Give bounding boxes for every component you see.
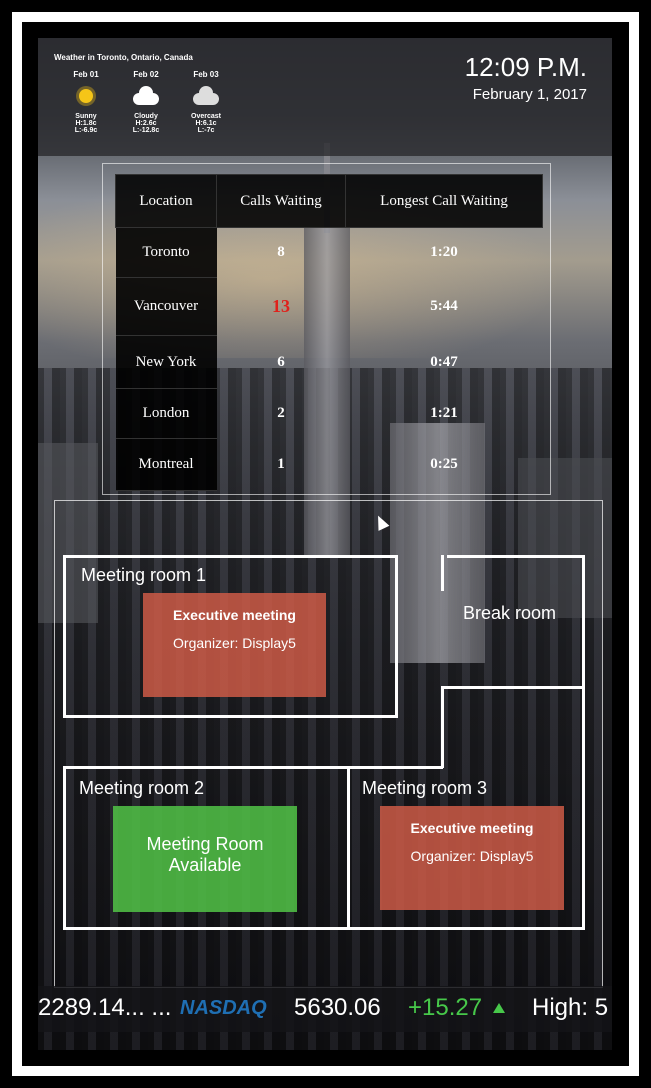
cloud-icon [131, 85, 161, 109]
weather-condition: Cloudy [134, 113, 158, 120]
location-cell: Vancouver [115, 277, 217, 336]
meeting-room-1-booking[interactable]: Executive meeting Organizer: Display5 [143, 593, 326, 697]
wall [63, 766, 66, 930]
longest-wait-cell: 5:44 [430, 298, 458, 314]
wall [441, 555, 444, 591]
booking-organizer: Organizer: Display5 [173, 635, 296, 651]
top-bar: Weather in Toronto, Ontario, Canada Feb … [38, 38, 612, 156]
meeting-room-2-status[interactable]: Meeting Room Available [113, 806, 297, 912]
longest-wait-cell: 1:21 [430, 405, 458, 421]
wall [63, 927, 585, 930]
meeting-room-3-booking[interactable]: Executive meeting Organizer: Display5 [380, 806, 564, 910]
longest-wait-cell: 0:25 [430, 456, 458, 472]
wall [63, 555, 66, 717]
weather-high: H:1.8c [75, 120, 97, 127]
room-availability: Available [168, 855, 242, 875]
weather-date: Feb 01 [73, 70, 99, 79]
weather-low: L:-12.8c [132, 127, 160, 134]
calls-waiting-cell: 2 [277, 405, 285, 421]
column-header: Longest Call Waiting [345, 174, 543, 228]
wall [63, 715, 397, 718]
calls-waiting-cell: 6 [277, 353, 285, 370]
table-row: Montreal 1 0:25 [115, 438, 543, 491]
floor-plan: Meeting room 1 Executive meeting Organiz… [54, 500, 603, 988]
weather-condition: Sunny [75, 113, 97, 120]
wall [63, 766, 443, 769]
location-cell: Montreal [115, 438, 217, 491]
weather-high: H:2.6c [135, 120, 157, 127]
location-cell: Toronto [115, 227, 217, 278]
room-label-meeting-room-3: Meeting room 3 [362, 778, 488, 798]
table-row: Toronto 8 1:20 [115, 227, 543, 278]
booking-title: Executive meeting [173, 607, 296, 623]
weather-high: H:6.1c [195, 120, 217, 127]
building-center [390, 423, 485, 663]
ticker-change: +15.27 [408, 994, 483, 1021]
location-cell: New York [115, 335, 217, 389]
wall [347, 766, 350, 930]
calls-waiting-cell: 1 [277, 456, 285, 472]
ticker-previous: 2289.14... ... [38, 994, 172, 1021]
wall [395, 555, 398, 718]
call-queue-table: Location Calls Waiting Longest Call Wait… [115, 174, 543, 491]
weather-low: L:-7c [197, 127, 215, 134]
booking-title: Executive meeting [410, 820, 534, 836]
room-label-meeting-room-2: Meeting room 2 [79, 778, 205, 798]
longest-wait-cell: 1:20 [430, 244, 458, 261]
longest-wait-cell: 0:47 [430, 353, 458, 370]
room-status: Meeting Room [146, 834, 264, 854]
location-cell: London [115, 388, 217, 439]
ticker-value: 5630.06 [294, 994, 381, 1021]
calls-waiting-cell: 8 [277, 244, 285, 261]
wall [441, 686, 583, 689]
column-header: Calls Waiting [216, 174, 346, 228]
ticker-high: High: 5 [532, 994, 609, 1021]
building-right [518, 458, 612, 618]
sun-icon [71, 85, 101, 109]
wall [63, 555, 397, 558]
cloud-icon [191, 85, 221, 109]
weather-day-1: Feb 01 Sunny H:1.8c L:-6.9c [56, 70, 116, 134]
calls-waiting-alert-cell: 13 [272, 296, 290, 316]
weather-title: Weather in Toronto, Ontario, Canada [54, 53, 193, 62]
stock-ticker: 2289.14... ... NASDAQ 5630.06 +15.27 Hig… [38, 986, 612, 1032]
table-row: New York 6 0:47 [115, 335, 543, 389]
arrow-up-icon [493, 1003, 505, 1013]
call-queue-panel: Location Calls Waiting Longest Call Wait… [102, 163, 551, 495]
weather-low: L:-6.9c [74, 127, 98, 134]
wall [441, 686, 444, 768]
column-header: Location [115, 174, 217, 228]
wall [582, 555, 585, 928]
table-header-row: Location Calls Waiting Longest Call Wait… [115, 174, 543, 228]
weather-date: Feb 02 [133, 70, 159, 79]
clock-time: 12:09 P.M. [464, 52, 587, 82]
weather-condition: Overcast [191, 113, 221, 120]
table-row: London 2 1:21 [115, 388, 543, 439]
room-label-break-room: Break room [463, 603, 557, 623]
building-left [38, 443, 98, 623]
clock-date: February 1, 2017 [472, 86, 587, 103]
booking-organizer: Organizer: Display5 [410, 848, 534, 864]
weather-day-2: Feb 02 Cloudy H:2.6c L:-12.8c [116, 70, 176, 134]
signage-screen: Weather in Toronto, Ontario, Canada Feb … [38, 38, 612, 1050]
wall [447, 555, 585, 558]
weather-day-3: Feb 03 Overcast H:6.1c L:-7c [176, 70, 236, 134]
weather-date: Feb 03 [193, 70, 219, 79]
nasdaq-logo: NASDAQ [180, 997, 267, 1019]
tower-building [304, 228, 350, 558]
table-row: Vancouver 13 5:44 [115, 277, 543, 336]
room-label-meeting-room-1: Meeting room 1 [81, 565, 207, 585]
